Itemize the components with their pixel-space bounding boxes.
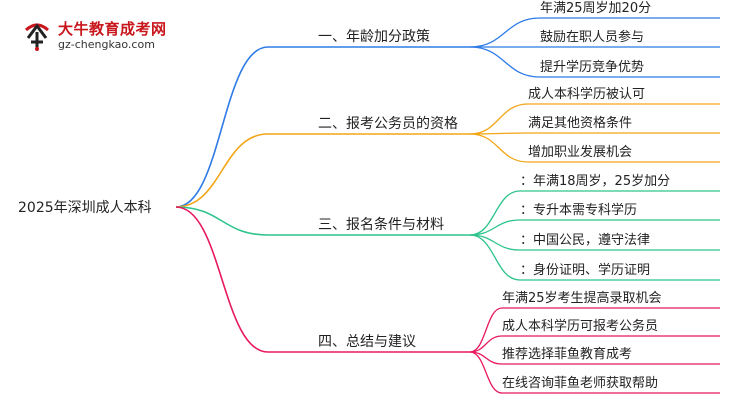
bull-logo-icon: [24, 23, 50, 51]
branch-connector-3: [175, 206, 269, 236]
leaf-label-4-1: 年满25岁考生提高录取机会: [502, 290, 662, 306]
leaf-label-3-2: ：专升本需专科学历: [520, 202, 637, 218]
leaf-label-4-3: 推荐选择菲鱼教育成考: [502, 346, 632, 362]
branch-label-2: 二、报考公务员的资格: [318, 116, 458, 132]
branch-label-3: 三、报名条件与材料: [318, 216, 444, 233]
leaf-label-4-4: 在线咨询菲鱼老师获取帮助: [502, 375, 658, 391]
branch-connector-4: [175, 206, 269, 353]
leaf-label-2-1: 成人本科学历被认可: [528, 86, 645, 102]
leaf-connector-4-4: [469, 351, 503, 394]
branch-connector-1: [175, 46, 269, 208]
leaf-connector-1-1: [469, 17, 541, 48]
leaf-connector-2-3: [469, 133, 529, 163]
branch-label-4: 四、总结与建议: [318, 334, 416, 350]
leaf-label-1-1: 年满25周岁加20分: [540, 1, 651, 16]
leaf-label-3-4: ：身份证明、学历证明: [520, 262, 650, 278]
leaf-connector-4-1: [469, 307, 503, 353]
leaf-label-1-2: 鼓励在职人员参与: [540, 29, 644, 45]
logo-title: 大牛教育成考网: [58, 20, 167, 38]
leaf-label-3-3: ：中国公民，遵守法律: [520, 232, 650, 248]
leaf-connector-4-2: [469, 335, 503, 353]
logo-domain: gz-chengkao.com: [58, 38, 155, 51]
leaf-label-2-3: 增加职业发展机会: [528, 144, 632, 160]
leaf-connector-3-2: [469, 219, 521, 236]
leaf-label-3-1: ：年满18周岁，25岁加分: [520, 174, 670, 189]
branch-label-1: 一、年龄加分政策: [318, 28, 430, 45]
leaf-label-2-2: 满足其他资格条件: [528, 115, 632, 131]
leaf-connector-3-4: [469, 234, 521, 281]
leaf-connector-1-3: [469, 46, 541, 78]
leaf-connector-2-1: [469, 103, 529, 135]
site-logo[interactable]: 大牛教育成考网 gz-chengkao.com: [22, 16, 232, 56]
branch-connector-2: [175, 133, 269, 208]
leaf-label-1-3: 提升学历竞争优势: [540, 59, 644, 75]
leaf-label-4-2: 成人本科学历可报考公务员: [502, 318, 658, 334]
leaf-connector-3-1: [469, 190, 521, 236]
root-node: 2025年深圳成人本科: [18, 200, 152, 216]
